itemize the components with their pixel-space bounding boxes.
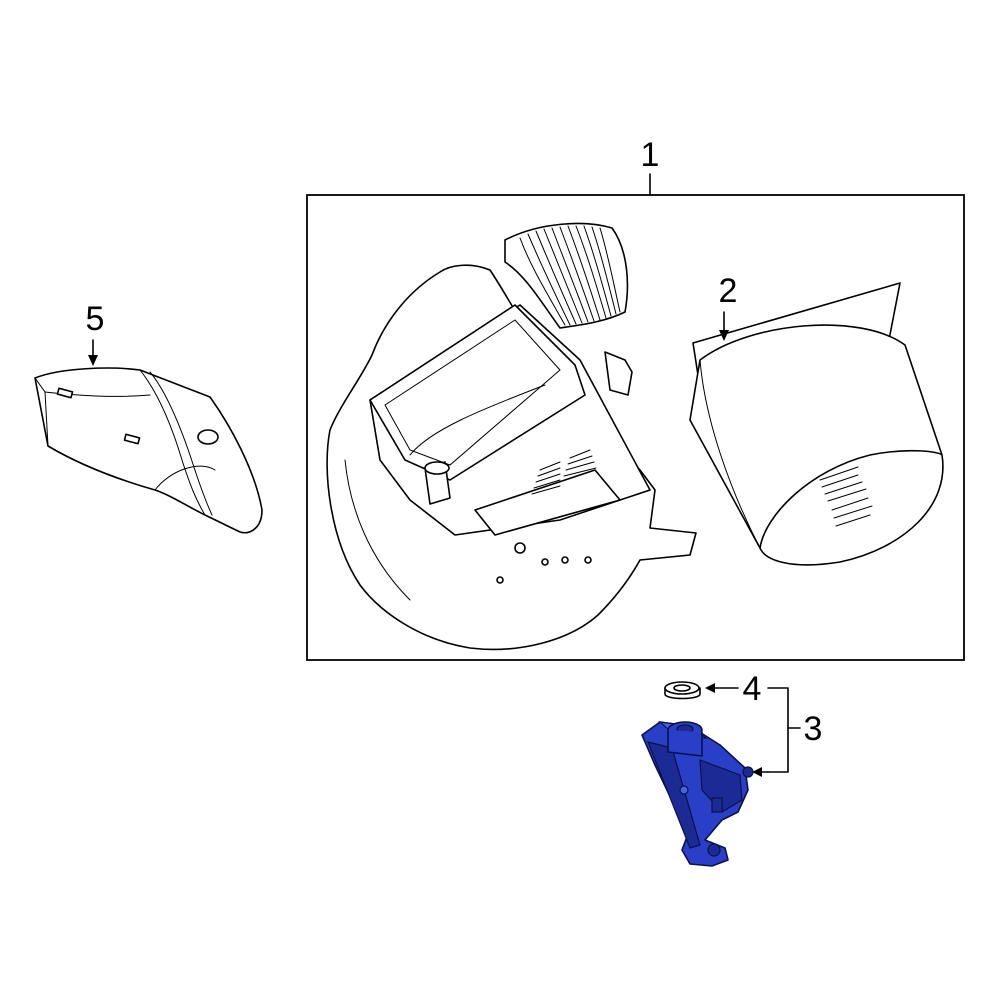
callout-4[interactable]: 4 <box>743 670 762 708</box>
callout-2-arrowhead <box>719 330 729 341</box>
air-cleaner-housing[interactable] <box>326 222 697 651</box>
callout-3[interactable]: 3 <box>804 710 823 748</box>
filter-label-marks <box>819 466 873 527</box>
callout-4-arrowhead <box>705 683 715 693</box>
grommet[interactable] <box>664 681 701 700</box>
intake-tube-ribs <box>519 225 621 326</box>
callout-3-bracket <box>767 687 789 773</box>
callout-1[interactable]: 1 <box>641 136 660 174</box>
callout-5-arrowhead <box>88 355 98 366</box>
assembly-frame <box>306 194 965 661</box>
air-filter-element[interactable] <box>689 282 944 566</box>
callout-2[interactable]: 2 <box>719 272 738 310</box>
vent-slots <box>531 449 597 495</box>
callout-3-arrowhead <box>752 767 762 777</box>
mounting-bracket[interactable] <box>641 721 754 867</box>
intake-duct[interactable] <box>34 367 263 534</box>
callout-5[interactable]: 5 <box>86 300 105 338</box>
